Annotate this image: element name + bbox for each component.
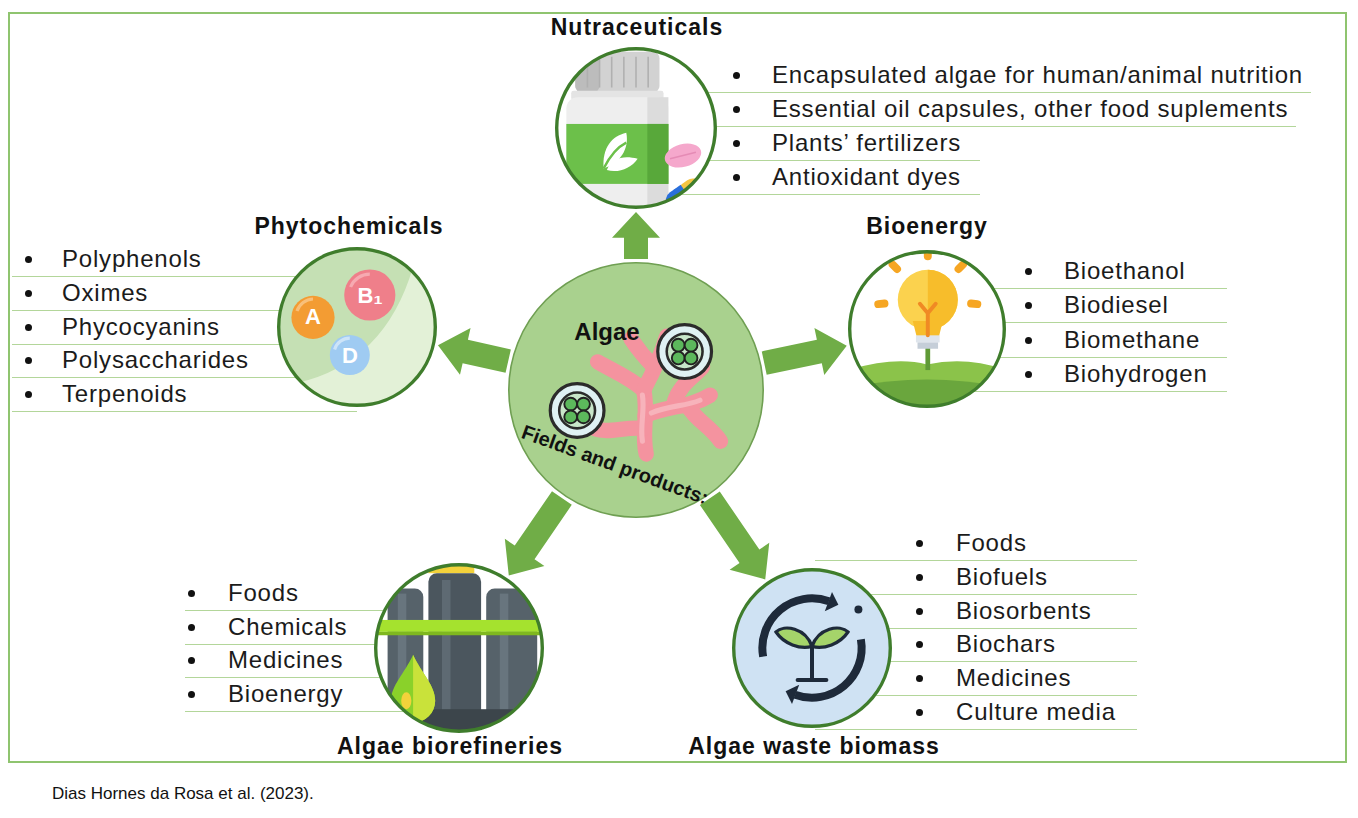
vitamin-letter: B₁: [358, 283, 383, 309]
outer-frame: [9, 13, 1346, 762]
list-item: Bioenergy: [228, 680, 343, 707]
category-node: Encapsulated algae for human/animal nutr…: [555, 47, 717, 209]
center-node: AlgaeFields and products:: [508, 262, 764, 518]
circle-fill: [509, 263, 763, 517]
bullet-dot: [733, 72, 740, 79]
category-circle: [555, 47, 717, 209]
node-icon: [374, 563, 544, 743]
category-node: FoodsBiofuelsBiosorbentsBiocharsMedicine…: [732, 568, 892, 728]
circle-border: [279, 249, 436, 406]
circle-border: [734, 570, 891, 727]
list-item: Foods: [956, 529, 1027, 556]
bullet-dot: [733, 140, 740, 147]
category-node: FoodsChemicalsMedicinesBioenergyAlgae bi…: [374, 563, 544, 733]
list-item: Biofuels: [956, 563, 1048, 590]
bullet-dot: [1025, 337, 1032, 344]
list-item: Encapsulated algae for human/animal nutr…: [772, 61, 1303, 88]
list-item: Essential oil capsules, other food suple…: [772, 95, 1288, 122]
list-row: Encapsulated algae for human/animal nutr…: [640, 59, 1311, 93]
category-heading: Nutraceuticals: [551, 14, 724, 41]
bullet-dot: [188, 590, 195, 597]
circle-border: [850, 252, 1005, 407]
list-item: Biosorbents: [956, 597, 1092, 624]
bullet-dot: [916, 709, 923, 716]
bullet-dot: [916, 641, 923, 648]
list-item: Medicines: [228, 646, 343, 673]
bullet-dot: [733, 106, 740, 113]
bullet-dot: [916, 608, 923, 615]
circle-border: [376, 565, 543, 732]
bullet-dot: [25, 357, 32, 364]
bullet-dot: [916, 540, 923, 547]
bullet-dot: [733, 174, 740, 181]
list-item: Foods: [228, 579, 299, 606]
bullet-dot: [188, 691, 195, 698]
list-item: Medicines: [956, 664, 1071, 691]
list-item: Polyphenols: [62, 245, 202, 272]
vitamin-letter: D: [342, 343, 358, 369]
list-item: Biodiesel: [1064, 291, 1169, 318]
node-icon: [566, 52, 706, 227]
list-item: Plants’ fertilizers: [772, 129, 961, 156]
list-row: Essential oil capsules, other food suple…: [640, 93, 1296, 127]
bullet-dot: [916, 675, 923, 682]
circle-border: [509, 263, 763, 517]
list-item: Terpenoids: [62, 380, 187, 407]
vitamin-letter: A: [305, 304, 321, 330]
category-node: BioethanolBiodieselBiomethaneBiohydrogen…: [848, 250, 1006, 408]
list-item: Oximes: [62, 279, 148, 306]
bullet-dot: [25, 324, 32, 331]
list-item: Polysaccharides: [62, 346, 249, 373]
bullet-dot: [916, 574, 923, 581]
list-item: Biomethane: [1064, 326, 1200, 353]
flow-arrow: [505, 491, 572, 575]
category-heading: Phytochemicals: [254, 213, 443, 240]
category-node: PolyphenolsOximesPhycocyaninsPolysacchar…: [277, 247, 437, 407]
bullet-dot: [188, 657, 195, 664]
node-icon: [848, 246, 1006, 408]
list-item: Culture media: [956, 698, 1116, 725]
list-item: Chemicals: [228, 613, 347, 640]
node-icon: [762, 592, 862, 704]
category-circle: [732, 568, 892, 728]
node-icon: [291, 267, 437, 407]
bullet-dot: [25, 290, 32, 297]
category-heading: Bioenergy: [866, 213, 987, 240]
list-row: Foods: [815, 527, 1137, 561]
bullet-dot: [188, 624, 195, 631]
flow-arrow: [762, 328, 847, 375]
flow-arrow: [438, 328, 511, 375]
circle-fill: [734, 570, 891, 727]
bullet-dot: [25, 391, 32, 398]
category-heading: Algae biorefineries: [337, 733, 563, 760]
category-circle: [277, 247, 437, 407]
bullet-dot: [1025, 371, 1032, 378]
caption: Dias Hornes da Rosa et al. (2023).: [52, 784, 314, 804]
list-item: Phycocyanins: [62, 313, 220, 340]
bullet-dot: [1025, 302, 1032, 309]
flow-arrow: [612, 212, 660, 259]
list-item: Bioethanol: [1064, 257, 1185, 284]
list-item: Antioxidant dyes: [772, 163, 961, 190]
bullet-dot: [1025, 268, 1032, 275]
circle-border: [557, 49, 716, 208]
flow-arrow: [700, 491, 769, 579]
bullet-dot: [25, 256, 32, 263]
list-item: Biochars: [956, 630, 1056, 657]
category-heading: Algae waste biomass: [688, 733, 940, 760]
category-circle: [374, 563, 544, 733]
list-item: Biohydrogen: [1064, 360, 1208, 387]
center-title: Algae: [574, 318, 639, 346]
category-circle: [848, 250, 1006, 408]
